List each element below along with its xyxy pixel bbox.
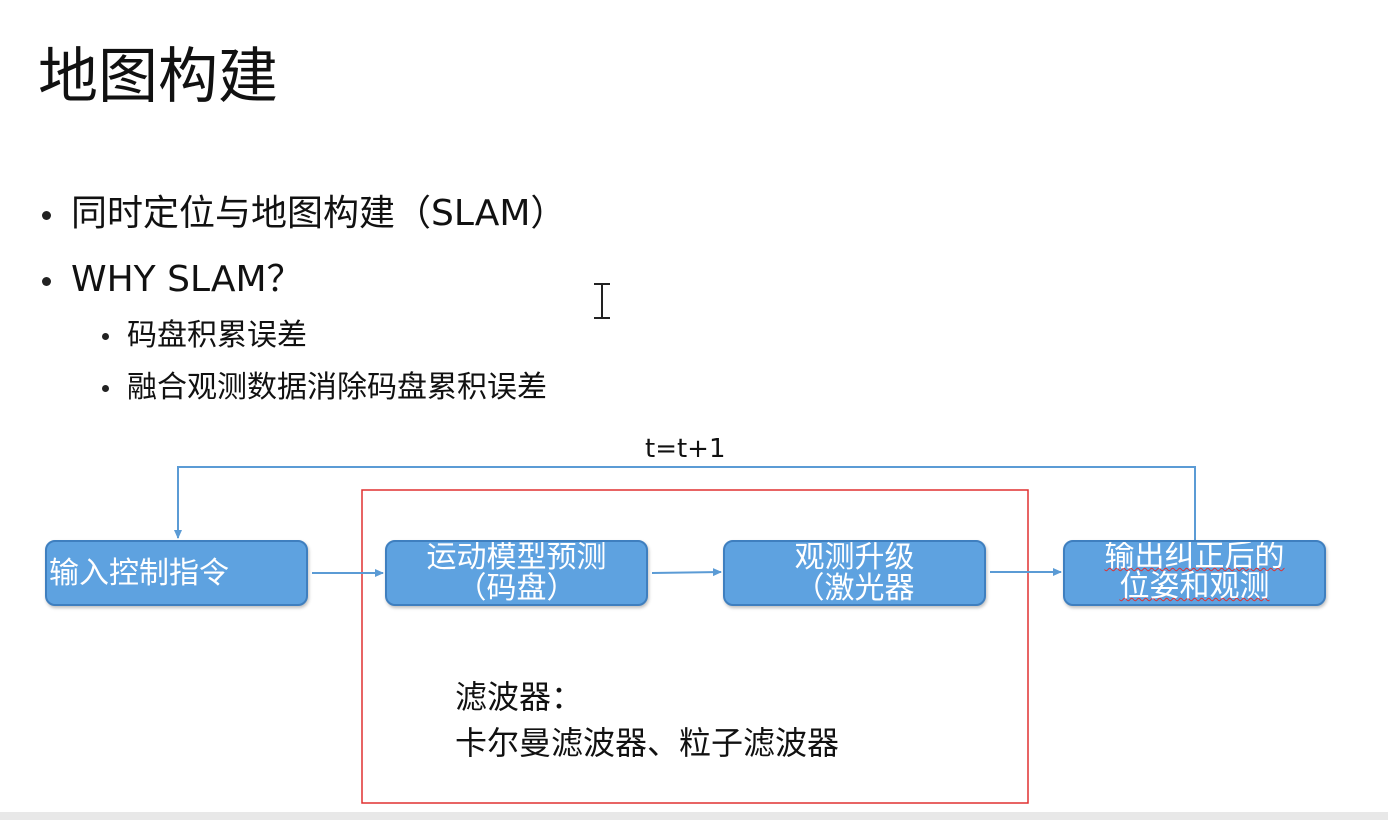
box-subtext: 位姿和观测 — [1119, 569, 1270, 604]
filter-types: 卡尔曼滤波器、粒子滤波器 — [455, 724, 840, 762]
arrow-2-3 — [651, 568, 722, 577]
box-text: 观测升级 — [794, 540, 915, 575]
bullet-dot — [42, 210, 51, 220]
box-subtext: （激光器 — [794, 571, 915, 606]
slide-title: 地图构建 — [38, 42, 278, 112]
sub-bullet-1: 码盘积累误差 — [102, 310, 307, 354]
bullet-dot — [102, 333, 109, 340]
bullet-text: 同时定位与地图构建（SLAM） — [71, 193, 567, 234]
filter-title: 滤波器： — [455, 678, 584, 716]
box-observation-update: 观测升级（激光器 — [723, 540, 986, 606]
bullet-dot — [102, 385, 109, 392]
loop-label: t=t+1 — [645, 434, 726, 464]
box-motion-model: 运动模型预测（码盘） — [385, 540, 648, 606]
box-subtext: （码盘） — [456, 571, 577, 606]
bullet-text: WHY SLAM？ — [71, 259, 303, 300]
box-text: 运动模型预测 — [426, 540, 607, 575]
box-output: 输出纠正后的位姿和观测 — [1063, 540, 1326, 606]
bullet-why-slam: WHY SLAM？ — [42, 250, 303, 302]
filter-frame — [361, 489, 1029, 804]
bullet-text: 融合观测数据消除码盘累积误差 — [127, 370, 547, 405]
feedback-arrow — [174, 466, 1196, 540]
box-text: 输出纠正后的 — [1104, 540, 1285, 574]
bullet-text: 码盘积累误差 — [127, 318, 307, 353]
box-text: 输入控制指令 — [49, 556, 229, 591]
text-cursor-icon — [594, 283, 610, 319]
box-input-control: 输入控制指令 — [45, 540, 308, 606]
bullet-dot — [42, 276, 51, 286]
sub-bullet-2: 融合观测数据消除码盘累积误差 — [102, 362, 547, 406]
bottom-edge — [0, 812, 1388, 820]
bullet-slam: 同时定位与地图构建（SLAM） — [42, 184, 566, 236]
